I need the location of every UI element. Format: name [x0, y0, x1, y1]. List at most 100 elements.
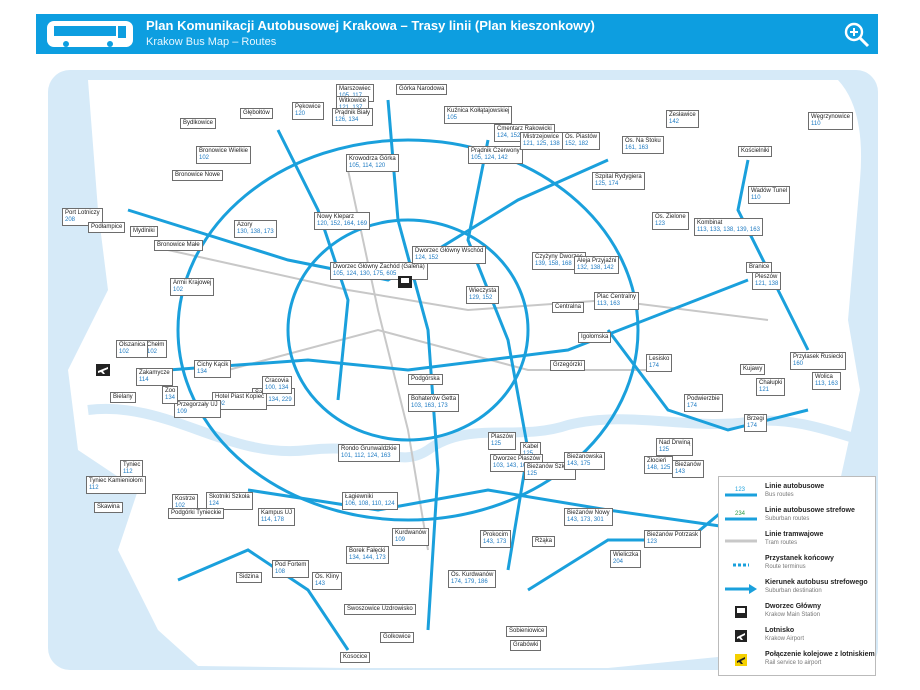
stop-name: Aleja Przyjaźni: [577, 258, 617, 264]
stop-label[interactable]: Bydlkowice: [180, 118, 217, 129]
stop-label[interactable]: Rżąka: [532, 536, 556, 547]
stop-label[interactable]: Mydlniki: [130, 226, 158, 237]
stop-label[interactable]: Golkowice: [380, 632, 414, 643]
stop-label[interactable]: Branice: [746, 262, 773, 273]
stop-name: Mistrzejowice: [523, 134, 560, 140]
stop-routes: 143: [315, 581, 326, 587]
stop-name: Wadów Tunel: [751, 188, 788, 194]
stop-label[interactable]: Bielany: [110, 392, 136, 403]
stop-label[interactable]: Bronowice Małe: [154, 240, 203, 251]
stop-routes: 102: [199, 155, 210, 161]
stop-label[interactable]: Skawina: [94, 502, 123, 513]
stop-name: Dworzec Główny Wschód: [415, 248, 484, 254]
stop-name: Swoszowice Uzdrowisko: [347, 606, 413, 612]
stop-routes: 112: [123, 469, 133, 475]
stop-label[interactable]: Sobieniowice: [506, 626, 548, 637]
stop-label[interactable]: Bronowice Nowe: [172, 170, 224, 181]
stop-label[interactable]: Igołomska: [578, 332, 612, 343]
stop-label[interactable]: Dworzec Główny Zachód (Galeria)105, 124,…: [330, 262, 428, 280]
stop-label[interactable]: Centralna: [552, 302, 585, 313]
stop-name: Brzegi: [747, 416, 765, 422]
stop-label[interactable]: Kosocice: [340, 652, 371, 663]
stop-label[interactable]: Swoszowice Uzdrowisko: [344, 604, 416, 615]
stop-name: Czyżyny Dworzec: [535, 254, 583, 260]
stop-label[interactable]: Kościelniki: [738, 146, 773, 157]
stop-label[interactable]: Głębołtów: [240, 108, 273, 119]
stop-label[interactable]: Podgórska: [408, 374, 443, 385]
stop-label[interactable]: Grzegórzki: [550, 360, 586, 371]
stop-label[interactable]: Grabówki: [510, 640, 542, 651]
stop-label[interactable]: Sidzina: [236, 572, 262, 583]
zoom-in-icon[interactable]: [842, 20, 870, 48]
stop-label[interactable]: Kujawy: [740, 364, 766, 375]
stop-routes: 134, 144, 173: [349, 555, 386, 561]
stop-routes: 174, 179, 186: [451, 579, 488, 585]
stop-label[interactable]: Górka Narodowa: [396, 84, 448, 95]
legend-title: Linie autobusowe strefowe: [765, 507, 855, 514]
stop-routes: 161, 163: [625, 145, 649, 151]
stop-routes: 139, 158, 168: [535, 261, 572, 267]
stop-label[interactable]: Podłampice: [88, 222, 126, 233]
stop-name: Dworzec Główny Zachód (Galeria): [333, 264, 425, 270]
stop-label[interactable]: Podgórki Tynieckie: [168, 508, 225, 519]
